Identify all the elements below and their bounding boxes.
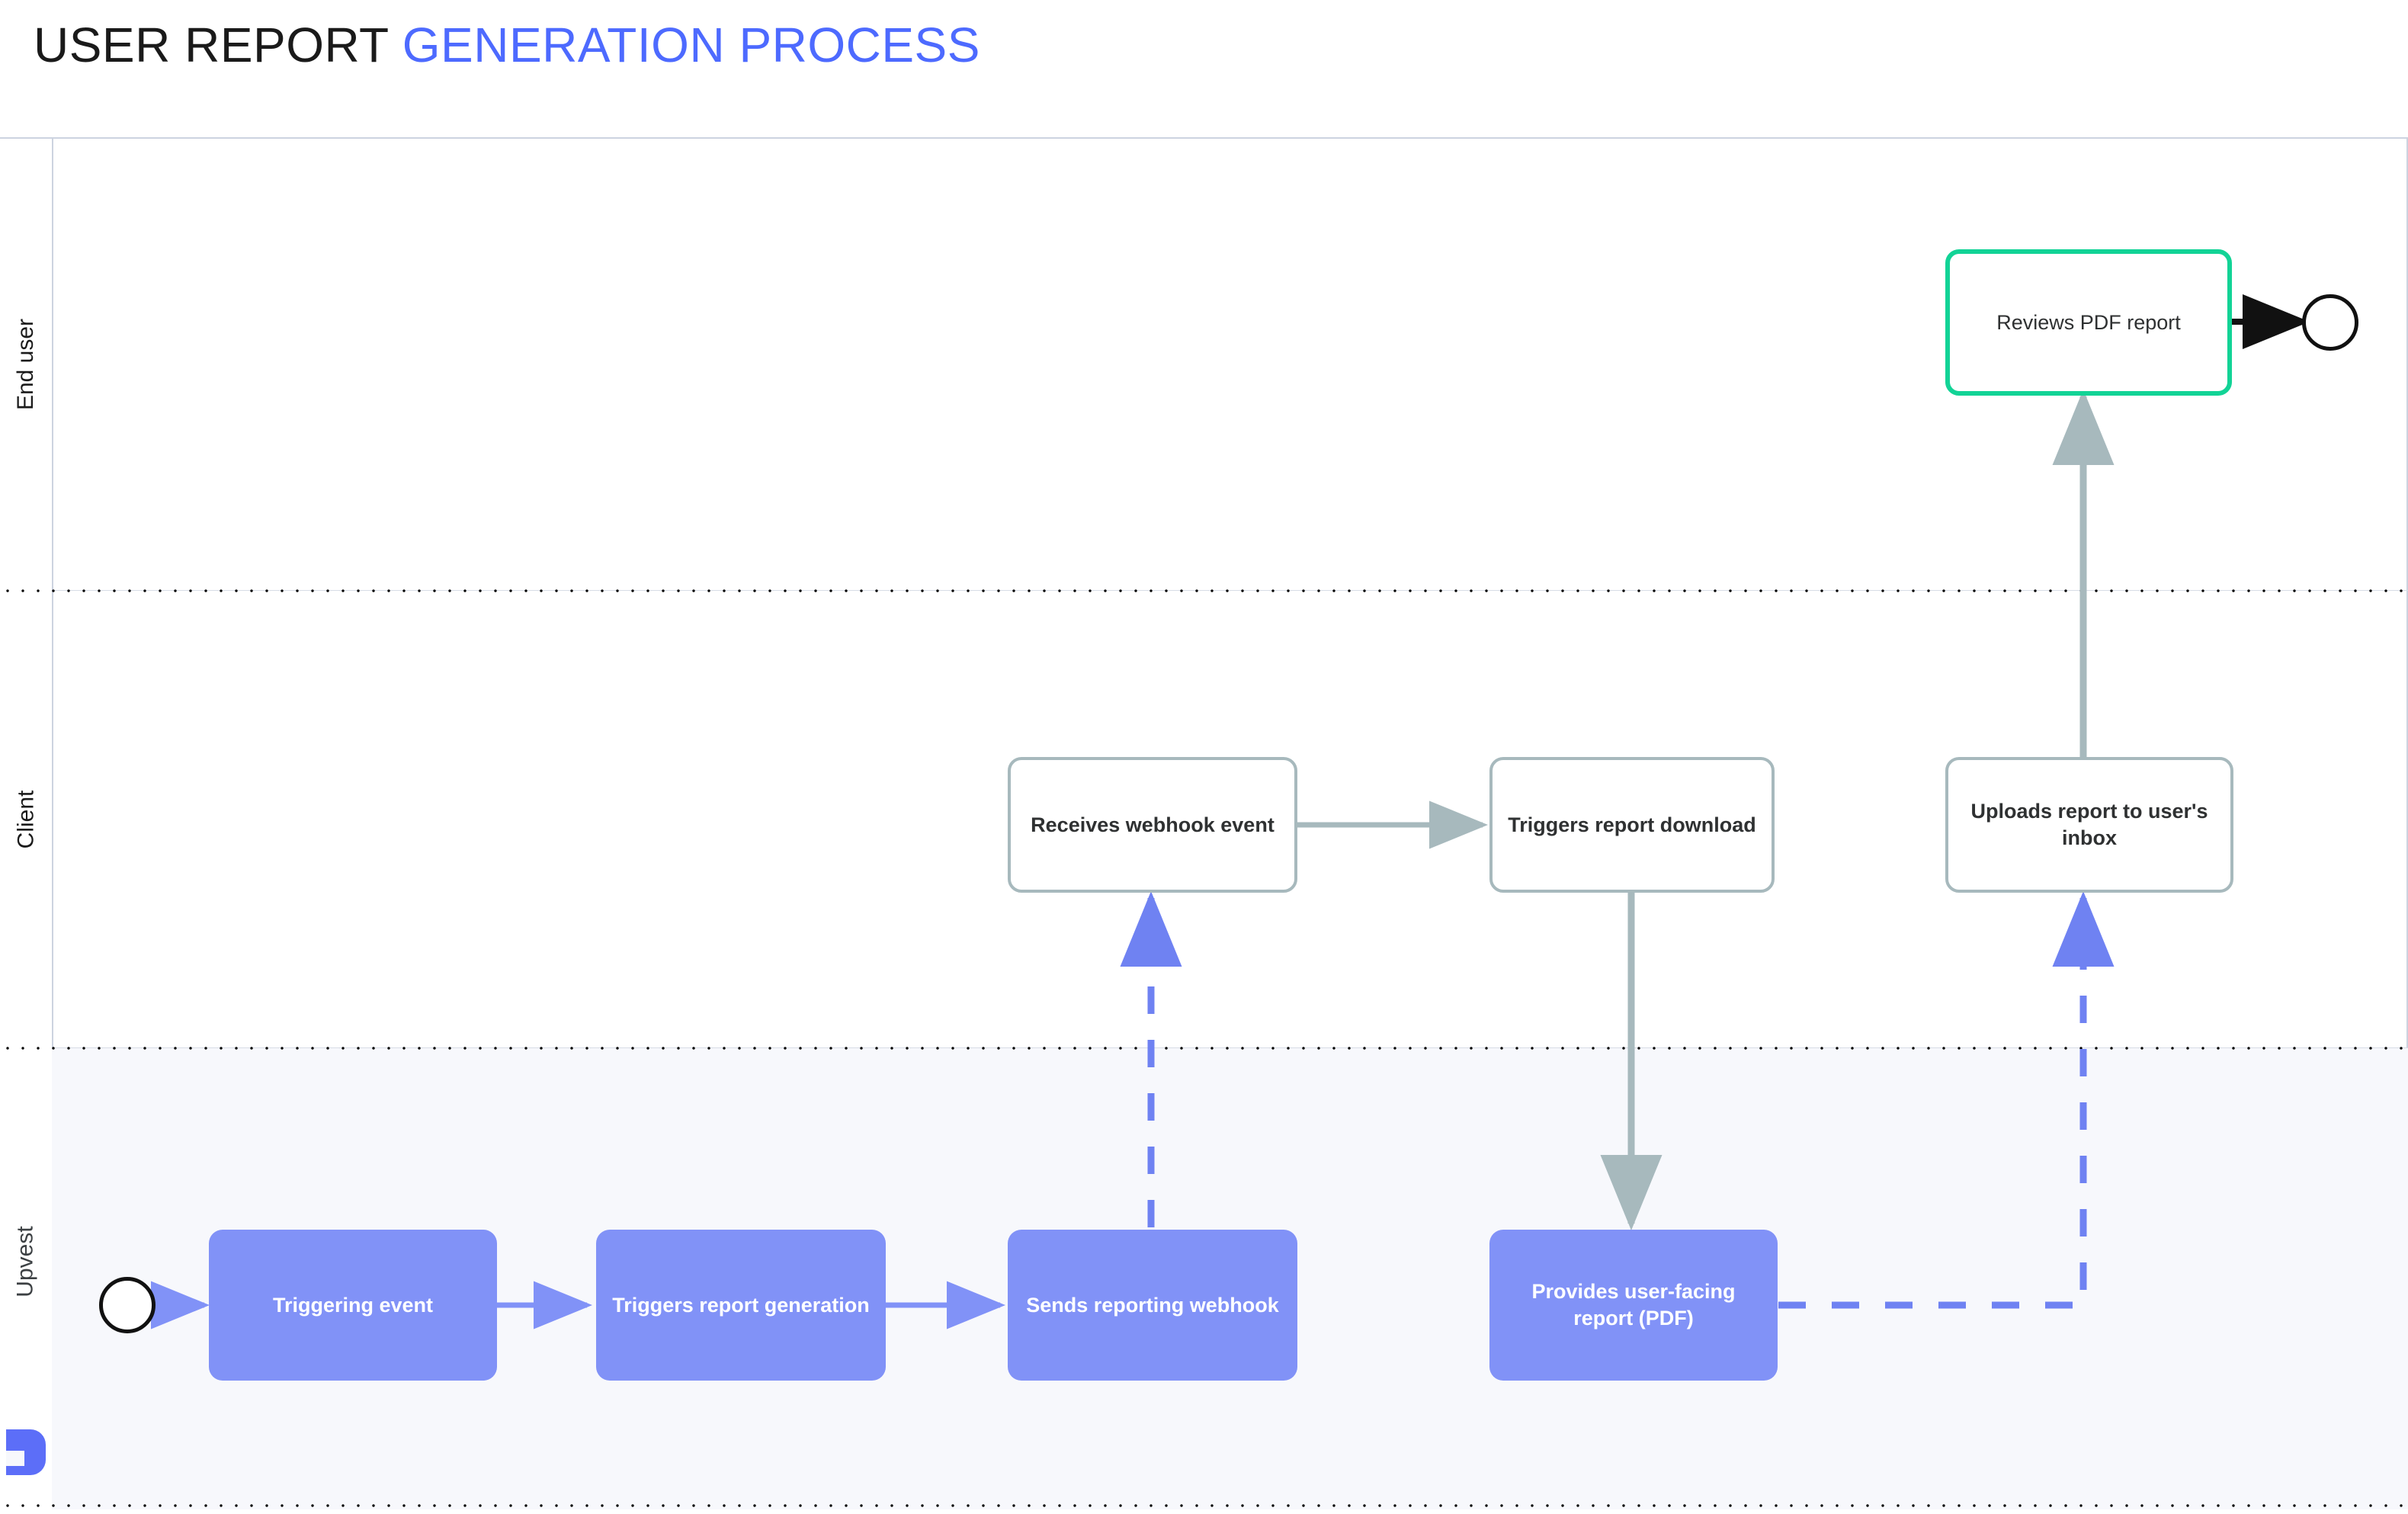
task-reviews-pdf-report-label: Reviews PDF report (1996, 310, 2181, 334)
lane-divider-client-upvest (0, 1046, 2408, 1050)
lane-label-upvest: Upvest (0, 1094, 52, 1429)
lane-divider-end-user-client (0, 589, 2408, 593)
end-event-circle[interactable] (2302, 294, 2358, 351)
task-receives-webhook-event-label: Receives webhook event (1031, 813, 1275, 836)
task-triggers-report-download-label: Triggers report download (1508, 813, 1756, 836)
lane-divider-bottom (0, 1503, 2408, 1508)
page-title: USER REPORT GENERATION PROCESS (34, 17, 980, 73)
task-triggers-report-generation[interactable]: Triggers report generation (596, 1230, 886, 1381)
task-provides-user-facing-report-label: Provides user-facing report (PDF) (1531, 1280, 1736, 1330)
task-sends-reporting-webhook-label: Sends reporting webhook (1026, 1293, 1279, 1317)
lane-label-client: Client (0, 591, 52, 1048)
task-triggering-event-label: Triggering event (272, 1293, 434, 1317)
task-sends-reporting-webhook[interactable]: Sends reporting webhook (1008, 1230, 1297, 1381)
task-reviews-pdf-report[interactable]: Reviews PDF report (1945, 249, 2232, 396)
page-title-secondary: GENERATION PROCESS (402, 18, 980, 72)
task-triggering-event[interactable]: Triggering event (209, 1230, 497, 1381)
task-triggers-report-generation-label: Triggers report generation (612, 1293, 870, 1317)
task-uploads-report-to-inbox[interactable]: Uploads report to user's inbox (1945, 757, 2233, 893)
upvest-logo-icon (6, 1429, 46, 1475)
lane-label-end-user: End user (0, 137, 52, 591)
pool-left-border (52, 137, 53, 1509)
lane-label-upvest-text: Upvest (13, 1226, 38, 1297)
task-triggers-report-download[interactable]: Triggers report download (1489, 757, 1775, 893)
task-uploads-report-to-inbox-label: Uploads report to user's inbox (1970, 800, 2208, 849)
lane-label-end-user-text: End user (13, 318, 39, 410)
start-event-circle[interactable] (99, 1277, 156, 1333)
task-provides-user-facing-report[interactable]: Provides user-facing report (PDF) (1489, 1230, 1778, 1381)
lane-label-client-text: Client (13, 790, 39, 849)
page-title-primary: USER REPORT (34, 18, 389, 72)
pool-right-border (2406, 137, 2408, 1509)
pool-top-border (0, 137, 2408, 139)
task-receives-webhook-event[interactable]: Receives webhook event (1008, 757, 1297, 893)
